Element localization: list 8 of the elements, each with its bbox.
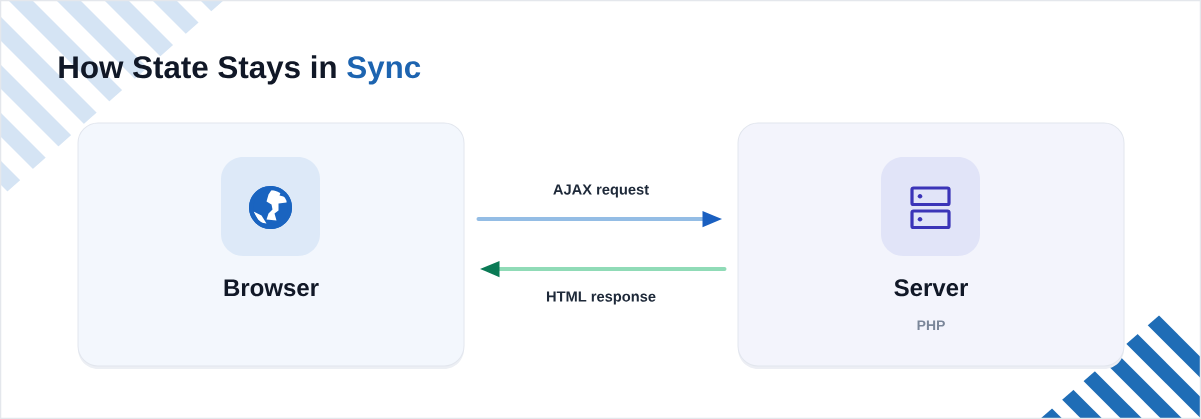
edge-label: AJAX request xyxy=(551,183,651,199)
card-title: Browser xyxy=(224,279,319,297)
card-title: Server xyxy=(894,279,968,297)
edge-label: HTML response xyxy=(544,290,658,306)
title: How State Stays in Sync xyxy=(59,55,421,85)
card-subtitle: PHP xyxy=(917,320,945,330)
card xyxy=(737,122,1125,369)
card xyxy=(77,122,465,369)
